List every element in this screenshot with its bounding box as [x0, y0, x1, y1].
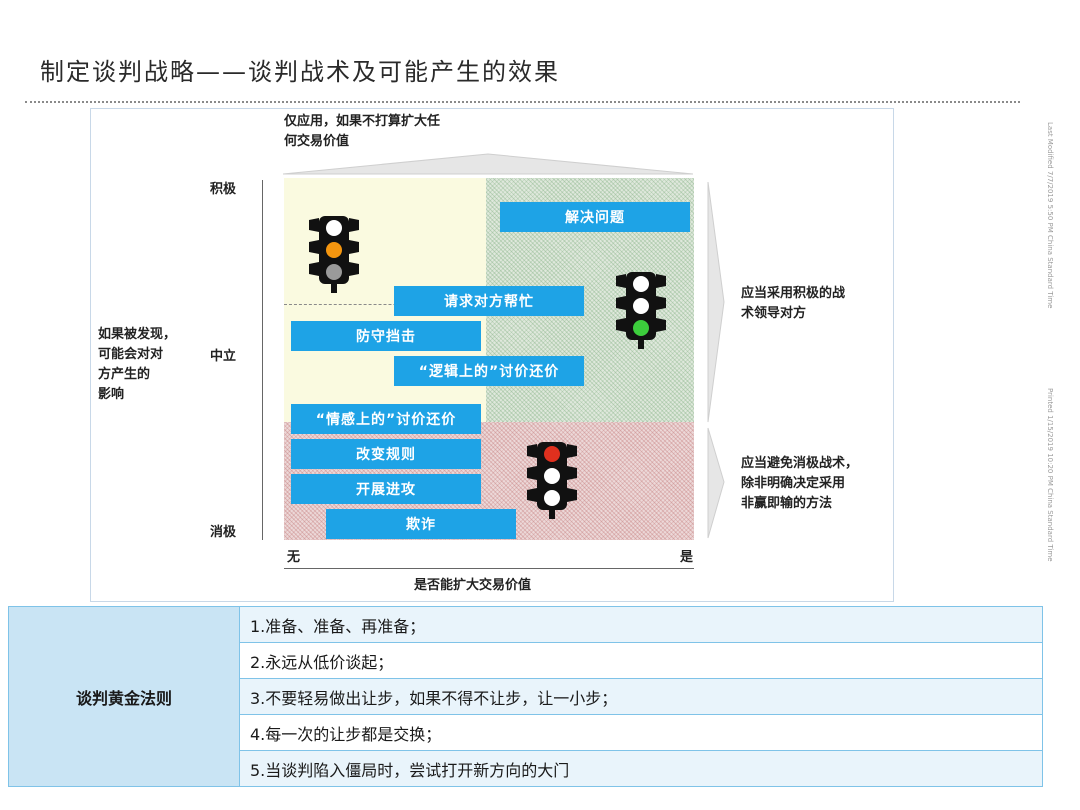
light-ear [656, 274, 666, 288]
left-note-line: 方产生的 [98, 367, 151, 382]
light-ear [527, 444, 537, 458]
light-pole [331, 284, 337, 293]
light-ear [616, 296, 626, 310]
table-row: 4.每一次的让步都是交换； [9, 714, 1043, 751]
light-lamp [633, 276, 649, 292]
yellow-zone-light-icon [309, 216, 359, 293]
left-note: 如果被发现， 可能会对对 方产生的 影响 [98, 325, 176, 405]
rules-header: 谈判黄金法则 [8, 606, 240, 787]
tactic-box: 欺诈 [326, 509, 516, 539]
light-ear [656, 296, 666, 310]
right-note-line: 术领导对方 [741, 306, 807, 321]
rule-cell: 1.准备、准备、再准备； [239, 606, 1043, 643]
rules-table: 谈判黄金法则 1.准备、准备、再准备； 2.永远从低价谈起； 3.不要轻易做出让… [8, 606, 1043, 787]
y-axis-line [262, 180, 263, 540]
y-level-bottom: 消极 [210, 525, 237, 540]
light-lamp [544, 490, 560, 506]
x-axis-title: 是否能扩大交易价值 [414, 578, 532, 593]
light-ear [309, 262, 319, 276]
x-axis-line [284, 568, 694, 569]
light-lamp [326, 220, 342, 236]
top-note: 仅应用，如果不打算扩大任 何交易价值 [284, 112, 440, 152]
rule-cell: 2.永远从低价谈起； [239, 642, 1043, 679]
light-ear [616, 318, 626, 332]
light-ear [567, 488, 577, 502]
light-ear [309, 240, 319, 254]
title-divider [25, 101, 1020, 103]
table-row: 谈判黄金法则 1.准备、准备、再准备； [8, 606, 1043, 787]
light-ear [616, 274, 626, 288]
left-note-line: 影响 [98, 387, 125, 402]
light-pole [638, 340, 644, 349]
right-note-line: 应当避免消极战术， [741, 456, 859, 471]
right-note-top: 应当采用积极的战 术领导对方 [741, 284, 845, 324]
light-ear [656, 318, 666, 332]
red-zone-light-icon [527, 442, 577, 519]
table-row: 2.永远从低价谈起； [9, 642, 1043, 679]
tactic-box: 请求对方帮忙 [394, 286, 584, 316]
y-level-mid: 中立 [210, 349, 237, 364]
light-lamp [544, 468, 560, 484]
table-row: 3.不要轻易做出让步，如果不得不让步，让一小步； [9, 678, 1043, 715]
light-ear [309, 218, 319, 232]
light-ear [527, 488, 537, 502]
right-note-line: 除非明确决定采用 [741, 476, 846, 491]
last-modified-stamp: Last Modified 7/7/2019 5:50 PM China Sta… [1046, 122, 1054, 309]
y-level-top: 积极 [210, 182, 237, 197]
rule-cell: 4.每一次的让步都是交换； [239, 714, 1043, 751]
light-lamp [544, 446, 560, 462]
light-lamp [326, 242, 342, 258]
left-note-line: 可能会对对 [98, 347, 164, 362]
light-lamp [326, 264, 342, 280]
light-ear [567, 444, 577, 458]
top-note-line: 何交易价值 [284, 134, 350, 149]
x-end-left: 无 [287, 550, 301, 565]
light-ear [349, 240, 359, 254]
tactic-box: 开展进攻 [291, 474, 481, 504]
tactic-box: 改变规则 [291, 439, 481, 469]
light-ear [567, 466, 577, 480]
tactic-box: “情感上的”讨价还价 [291, 404, 481, 434]
tactic-box: “逻辑上的”讨价还价 [394, 356, 584, 386]
light-ear [527, 466, 537, 480]
right-note-line: 应当采用积极的战 [741, 286, 846, 301]
top-trapezoid [283, 153, 693, 175]
tactic-box: 防守挡击 [291, 321, 481, 351]
light-ear [349, 218, 359, 232]
right-arrows [707, 182, 725, 539]
green-zone-light-icon [616, 272, 666, 349]
light-lamp [633, 320, 649, 336]
right-note-bottom: 应当避免消极战术， 除非明确决定采用 非赢即输的方法 [741, 454, 858, 514]
light-ear [349, 262, 359, 276]
table-row: 5.当谈判陷入僵局时，尝试打开新方向的大门 [9, 750, 1043, 787]
rule-cell: 5.当谈判陷入僵局时，尝试打开新方向的大门 [239, 750, 1043, 787]
x-end-right: 是 [680, 550, 694, 565]
right-note-line: 非赢即输的方法 [741, 496, 833, 511]
neutral-divider [284, 304, 486, 305]
printed-stamp: Printed 1/15/2019 10:20 PM China Standar… [1046, 388, 1054, 562]
top-note-line: 仅应用，如果不打算扩大任 [284, 114, 441, 129]
page-title: 制定谈判战略——谈判战术及可能产生的效果 [40, 58, 560, 86]
rule-cell: 3.不要轻易做出让步，如果不得不让步，让一小步； [239, 678, 1043, 715]
left-note-line: 如果被发现， [98, 327, 177, 342]
light-lamp [633, 298, 649, 314]
light-pole [549, 510, 555, 519]
tactic-box: 解决问题 [500, 202, 690, 232]
